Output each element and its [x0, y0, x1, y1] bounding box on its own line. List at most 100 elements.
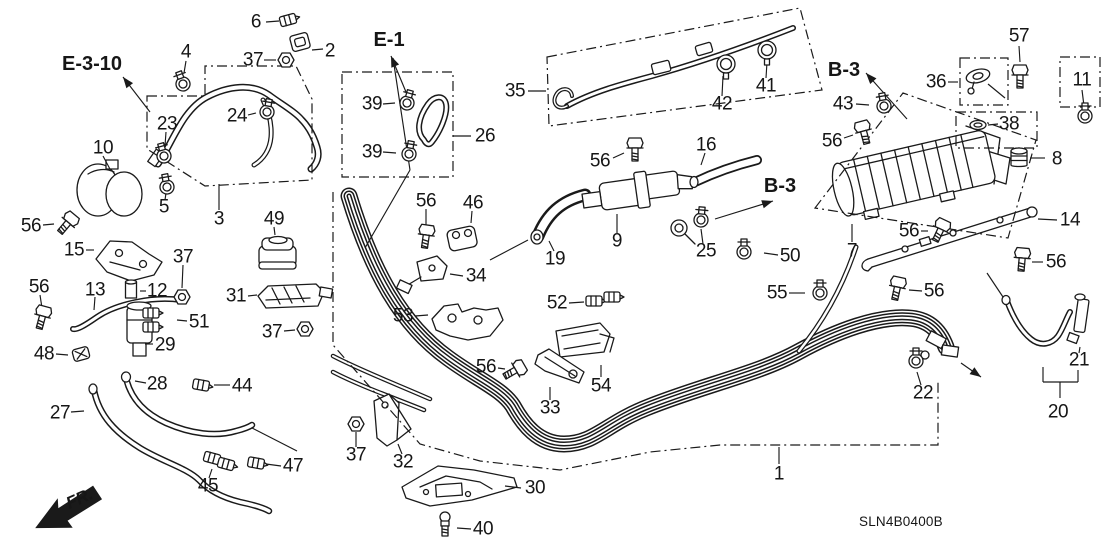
reference-label: E-3-10 — [61, 53, 123, 75]
part-callout-13: 13 — [84, 279, 106, 301]
leader-line — [70, 410, 85, 413]
part-callout-12: 12 — [146, 280, 168, 302]
leader-line — [612, 152, 625, 159]
arrowhead-icon — [391, 56, 400, 68]
leader-line — [273, 226, 276, 236]
nut-icon — [277, 52, 295, 68]
oval-grommet-icon — [969, 119, 987, 131]
part-callout-1: 1 — [773, 463, 785, 485]
bolt-icon — [927, 216, 953, 246]
leader-line — [568, 301, 585, 304]
part-callout-38: 38 — [998, 113, 1020, 135]
bolt-icon — [886, 274, 908, 303]
part-callout-16: 16 — [695, 134, 717, 156]
part-callout-54: 54 — [590, 375, 612, 397]
leader-line — [700, 228, 704, 245]
valve-bracket-46 — [446, 225, 478, 252]
map-sensor-icon — [964, 65, 992, 95]
part-callout-56: 56 — [20, 215, 42, 237]
part-callout-48: 48 — [33, 343, 55, 365]
part-callout-15: 15 — [63, 239, 85, 261]
clip-icon — [246, 456, 270, 471]
leader-line — [283, 329, 296, 332]
clip-icon — [603, 291, 625, 303]
part-callout-36: 36 — [925, 71, 947, 93]
fuel-pipe-bundle — [333, 196, 960, 444]
leader-line — [181, 264, 184, 289]
collar-icon — [124, 279, 138, 299]
part-callout-56: 56 — [923, 280, 945, 302]
leader-line — [265, 20, 280, 23]
nut-icon — [296, 321, 314, 337]
leader-line — [183, 60, 187, 74]
leader-line — [449, 273, 464, 277]
part-callout-32: 32 — [392, 451, 414, 473]
protector-plate-icon — [288, 31, 312, 53]
part-callout-40: 40 — [472, 518, 494, 540]
part-callout-23: 23 — [156, 113, 178, 135]
pipe-bracket-31 — [257, 283, 334, 309]
leader-line — [489, 239, 529, 261]
part-callout-8: 8 — [1051, 148, 1063, 170]
part-callout-51: 51 — [188, 311, 210, 333]
part-callout-49: 49 — [263, 208, 285, 230]
part-callout-46: 46 — [462, 192, 484, 214]
group-outline-38 — [955, 111, 1038, 149]
part-callout-39: 39 — [361, 93, 383, 115]
leader-line — [247, 294, 258, 297]
arrowhead-icon — [761, 200, 773, 209]
bolt-icon — [415, 223, 437, 250]
part-callout-56: 56 — [1045, 251, 1067, 273]
leader-line — [987, 83, 1006, 99]
bolt-icon — [852, 118, 876, 147]
push-clip-icon — [439, 511, 451, 537]
pipe-bracket-54 — [555, 322, 615, 358]
hose-clamp-icon — [171, 68, 193, 94]
leader-line — [916, 371, 922, 386]
group-outline-part1 — [332, 192, 939, 471]
leader-line — [843, 134, 854, 139]
pipe-protector-30 — [401, 465, 518, 507]
leader-line — [986, 272, 1004, 298]
part-callout-55: 55 — [766, 282, 788, 304]
bolt-icon — [30, 303, 54, 332]
leader-line — [721, 75, 724, 97]
fuel-vent-hose-20 — [1001, 294, 1070, 344]
part-callout-43: 43 — [832, 93, 854, 115]
clip-icon — [585, 295, 607, 307]
leader-line — [247, 112, 257, 116]
part-callout-50: 50 — [779, 245, 801, 267]
part-callout-56: 56 — [28, 276, 50, 298]
nut-icon — [173, 289, 191, 305]
rubber-mount-49 — [258, 235, 297, 270]
part-callout-20: 20 — [1047, 401, 1069, 423]
part-callout-10: 10 — [92, 137, 114, 159]
part-callout-25: 25 — [695, 240, 717, 262]
part-callout-21: 21 — [1068, 349, 1090, 371]
leader-line — [414, 314, 429, 317]
part-callout-26: 26 — [474, 125, 496, 147]
joint-29 — [126, 301, 153, 357]
part-callout-37: 37 — [172, 246, 194, 268]
leader-line — [102, 155, 112, 172]
clip-icon — [278, 11, 302, 28]
ring-clamp-icon — [757, 40, 777, 66]
part-callout-22: 22 — [912, 382, 934, 404]
hose-clamp-icon — [908, 347, 924, 369]
part-callout-52: 52 — [546, 292, 568, 314]
part-callout-37: 37 — [242, 49, 264, 71]
part-callout-29: 29 — [154, 334, 176, 356]
hose-clamp-icon — [812, 279, 828, 301]
part-callout-30: 30 — [524, 477, 546, 499]
part-callout-56: 56 — [898, 220, 920, 242]
bolt-icon — [626, 137, 644, 162]
part-callout-9: 9 — [611, 230, 623, 252]
hose-clamp-icon — [736, 238, 752, 260]
leader-line — [397, 443, 403, 455]
leader-line — [164, 131, 167, 147]
part-callout-41: 41 — [755, 75, 777, 97]
arrowhead-icon — [866, 73, 877, 85]
grommet-icon — [1010, 147, 1028, 168]
leader-line — [93, 296, 96, 311]
part-callout-56: 56 — [821, 130, 843, 152]
